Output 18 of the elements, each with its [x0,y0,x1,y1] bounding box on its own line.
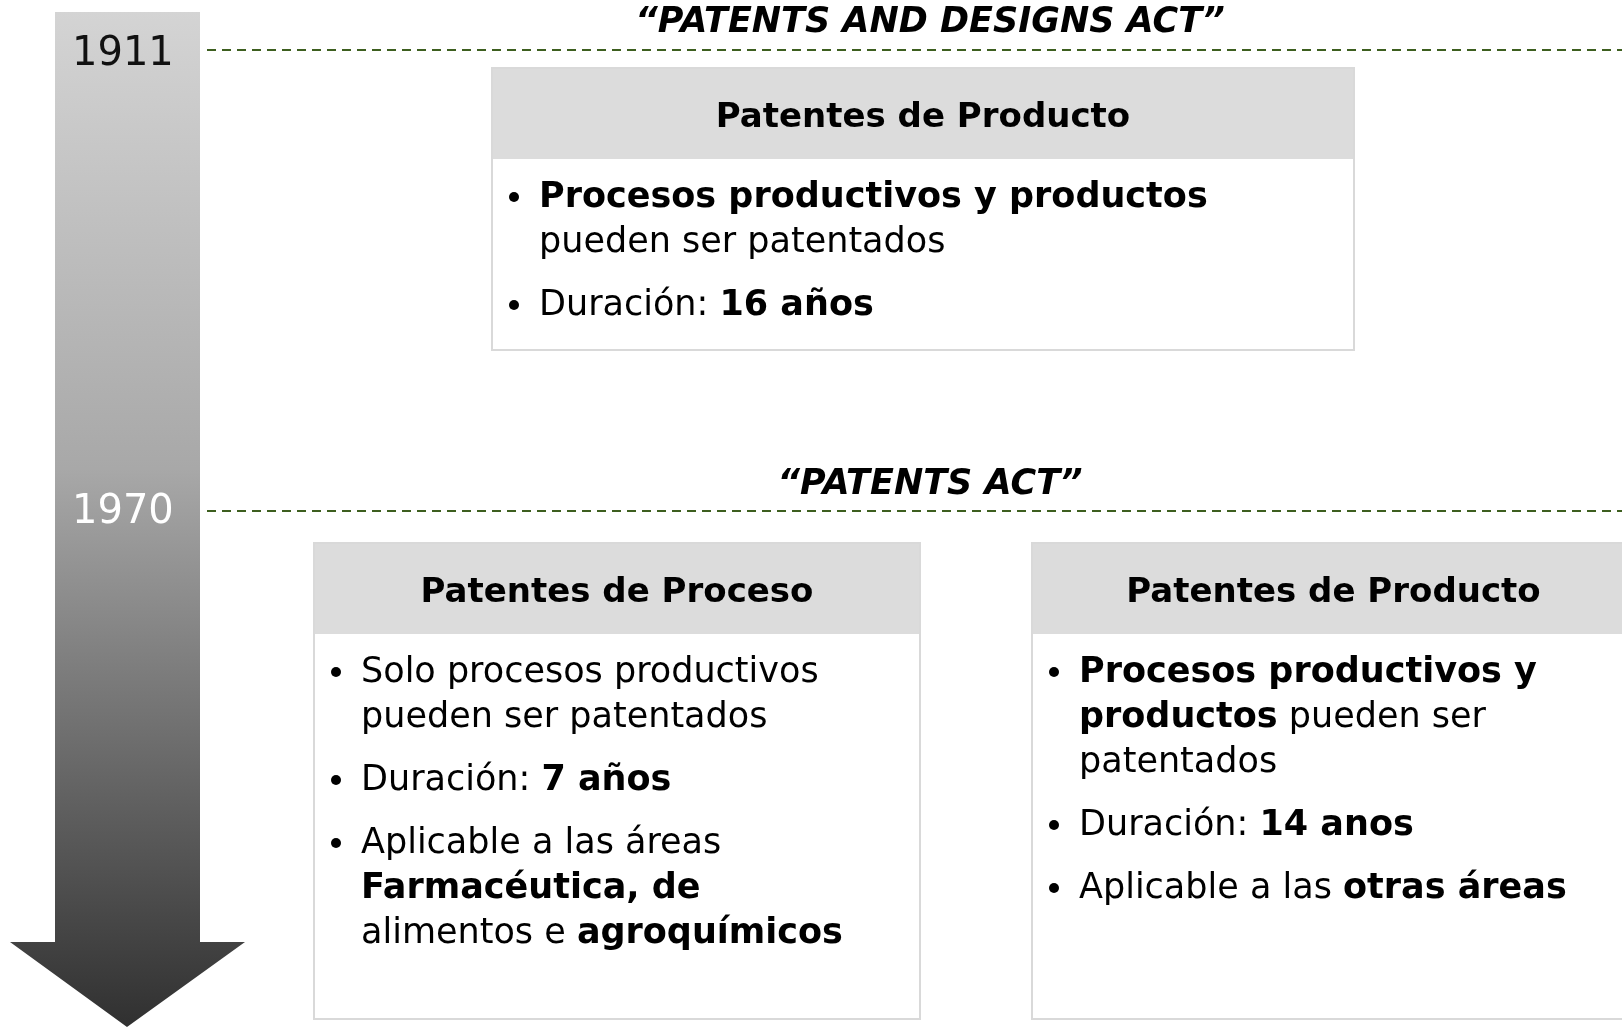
bullet-text: Solo procesos productivos pueden ser patentados [361,650,819,735]
year-label: 1911 [72,28,174,74]
act-title: “PATENTS AND DESIGNS ACT” [635,0,1225,40]
bullet-text: Duración: 7 años [361,758,672,798]
bullet-text: Duración: 14 anos [1079,803,1414,843]
card-heading: Patentes de Producto [493,69,1353,159]
year-label: 1970 [72,486,174,532]
info-card [1031,542,1622,1020]
bullet-text: Duración: 16 años [539,283,874,323]
info-card [313,542,921,1020]
bullet-text: Aplicable a las otras áreas [1079,866,1567,906]
bullet-text: Aplicable a las áreas Farmacéutica, de alimentos e agroquímicos [361,821,843,951]
card-heading: Patentes de Producto [1033,544,1622,634]
bullet-text: Procesos productivos y productos pueden ser patentados [1079,650,1537,780]
act-title: “PATENTS ACT” [777,462,1083,502]
card-heading: Patentes de Proceso [315,544,919,634]
info-card [491,67,1355,351]
bullet-text: Procesos productivos y productos pueden ser patentados [539,175,1208,260]
